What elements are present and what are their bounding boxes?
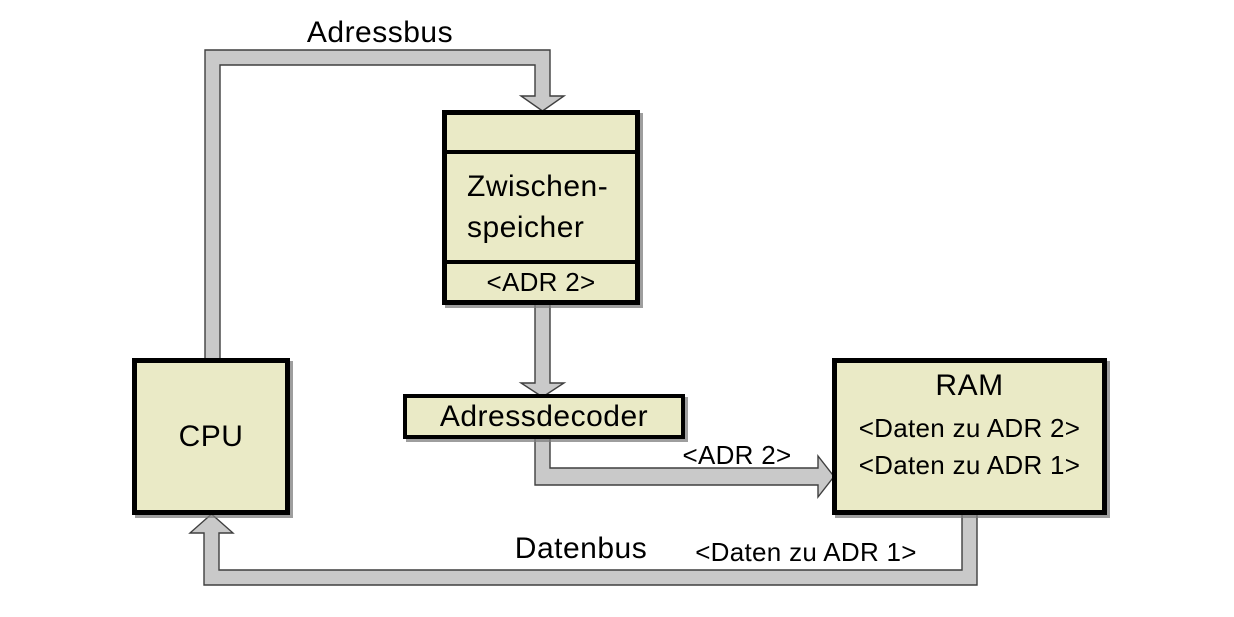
ram-box: RAM <Daten zu ADR 2> <Daten zu ADR 1>	[832, 358, 1107, 515]
ram-data-row-adr1: <Daten zu ADR 1>	[858, 450, 1081, 480]
ram-data-rows: <Daten zu ADR 2> <Daten zu ADR 1>	[859, 410, 1081, 484]
cpu-label: CPU	[178, 420, 244, 453]
daten-adr1-bus-annotation: <Daten zu ADR 1>	[695, 537, 917, 567]
buffer-label-section: Zwischen- speicher	[447, 154, 635, 264]
ram-data-row-adr2: <Daten zu ADR 2>	[858, 413, 1081, 443]
address-bus-pipe	[204, 49, 567, 363]
decoder-to-ram-pipe	[534, 435, 835, 500]
buffer-slot-section: <ADR 2>	[447, 264, 635, 300]
data-bus-label: Datenbus	[514, 532, 648, 565]
buffer-label-line2: speicher	[467, 211, 585, 244]
adr2-bus-annotation: <ADR 2>	[682, 440, 792, 470]
buffer-label-line1: Zwischen-	[467, 170, 609, 203]
address-bus-label: Adressbus	[306, 16, 454, 49]
buffer-slot-value: <ADR 2>	[486, 266, 596, 297]
decoder-box: Adressdecoder	[403, 394, 685, 439]
buffer-top-strip	[447, 115, 635, 154]
buffer-box: Zwischen- speicher <ADR 2>	[442, 110, 640, 305]
ram-label: RAM	[935, 369, 1004, 402]
cpu-box: CPU	[132, 358, 290, 515]
data-bus-pipe	[188, 512, 978, 586]
decoder-label: Adressdecoder	[439, 400, 649, 433]
buffer-to-decoder-pipe	[518, 300, 567, 398]
